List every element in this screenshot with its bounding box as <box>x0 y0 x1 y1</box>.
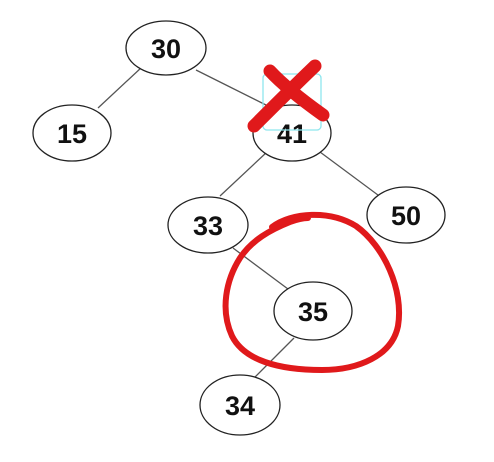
tree-node-30: 30 <box>125 20 207 76</box>
delete-x-mark <box>247 59 330 133</box>
tree-node-41: 41 <box>252 104 332 162</box>
node-ellipse <box>273 281 353 341</box>
edge-30-41 <box>195 69 271 108</box>
node-ellipse <box>252 104 332 162</box>
edge-41-33 <box>219 151 268 197</box>
node-label: 15 <box>57 119 87 149</box>
node-label: 33 <box>193 211 223 241</box>
node-ellipse <box>167 196 249 254</box>
edge-41-50 <box>319 151 383 199</box>
x-stroke-1 <box>247 59 322 133</box>
node-label: 50 <box>391 201 421 231</box>
node-label: 34 <box>225 391 255 421</box>
node-label: 30 <box>151 34 181 64</box>
node-label: 35 <box>298 297 328 327</box>
tree-node-15: 15 <box>32 104 112 162</box>
tree-node-50: 50 <box>366 186 446 244</box>
node-label: 41 <box>277 119 307 149</box>
tree-node-34: 34 <box>199 374 281 436</box>
node-ellipse <box>125 20 207 76</box>
node-ellipse <box>32 104 112 162</box>
tree-node-33: 33 <box>167 196 249 254</box>
x-stroke-2 <box>263 64 330 122</box>
node-ellipse <box>366 186 446 244</box>
edge-30-15 <box>97 66 143 109</box>
node-ellipse <box>199 374 281 436</box>
highlight-circle <box>222 211 403 373</box>
tree-node-35: 35 <box>273 281 353 341</box>
edge-35-34 <box>253 337 295 379</box>
selection-box <box>262 73 322 131</box>
